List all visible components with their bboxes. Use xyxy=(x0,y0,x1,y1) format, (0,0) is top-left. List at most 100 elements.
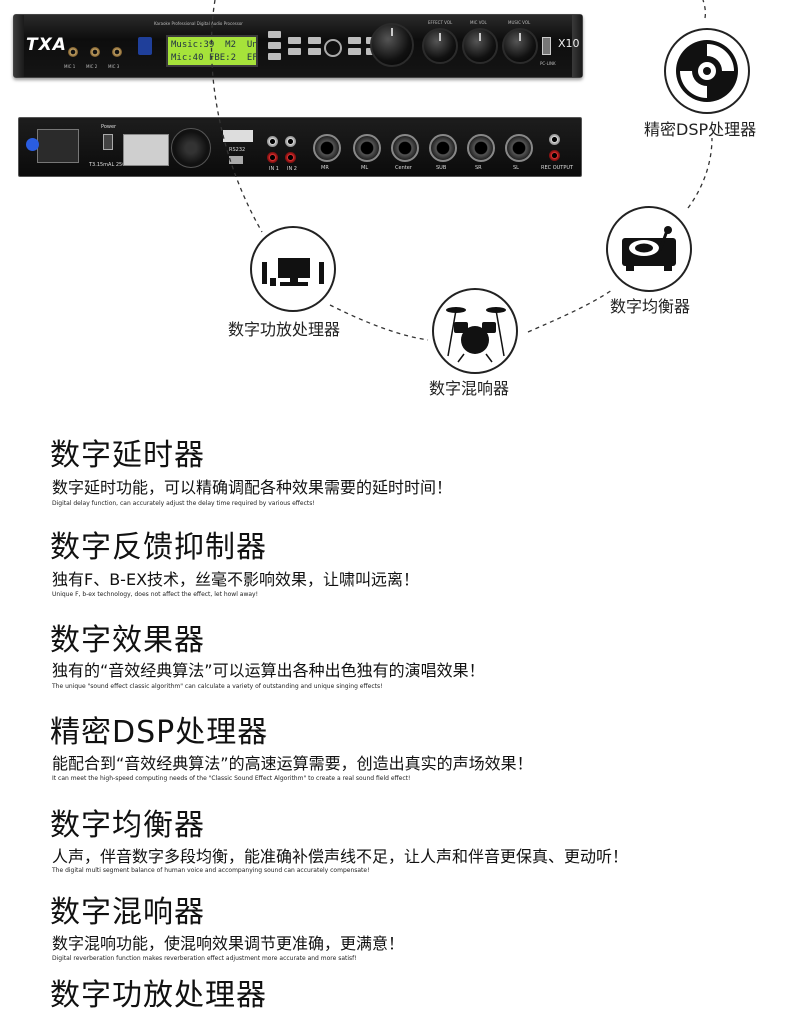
feature-en-5: The digital multi segment balance of hum… xyxy=(52,867,370,874)
feature-title-5: 数字均衡器 xyxy=(50,808,205,843)
feature-en-3: The unique "sound effect classic algorit… xyxy=(52,683,383,690)
knob-label-effect: EFFECT VOL xyxy=(428,20,453,25)
output-label-center: Center xyxy=(395,165,412,171)
lcd-line-1: Music:39 M2 Unlock xyxy=(171,40,258,50)
mic-jack-3 xyxy=(112,47,122,57)
rec-out-right[interactable] xyxy=(549,150,560,161)
panel-button[interactable] xyxy=(348,37,361,44)
feature-title-2: 数字反馈抑制器 xyxy=(50,530,267,565)
mic-jack-2 xyxy=(90,47,100,57)
xlr-out-center[interactable] xyxy=(391,134,419,162)
feature-desc-6: 数字混响功能，使混响效果调节更准确，更满意！ xyxy=(52,934,405,953)
rca-in2-left[interactable] xyxy=(285,136,296,147)
feature-desc-4: 能配合到“音效经典算法”的高速运算需要，创造出真实的声场效果！ xyxy=(52,754,533,773)
power-socket xyxy=(37,129,79,163)
diagram-node-amp xyxy=(250,226,336,312)
diagram-label-eq: 数字均衡器 xyxy=(610,297,691,316)
diagram-label-reverb: 数字混响器 xyxy=(429,379,510,398)
panel-button[interactable] xyxy=(268,53,281,60)
effect-vol-knob[interactable] xyxy=(422,28,458,64)
rs232-port[interactable] xyxy=(229,156,243,164)
panel-button[interactable] xyxy=(268,42,281,49)
feature-en-1: Digital delay function, can accurately a… xyxy=(52,500,315,507)
drum-kit-icon xyxy=(446,307,506,363)
diagram-node-reverb xyxy=(432,288,518,374)
mic-vol-knob[interactable] xyxy=(462,28,498,64)
feature-title-6: 数字混响器 xyxy=(50,895,205,930)
mic-jack-1 xyxy=(68,47,78,57)
lcd-line-2: Mic:40 FBE:2 EFF:28 xyxy=(171,53,258,63)
mic-label-1: MIC 1 xyxy=(64,64,76,69)
device-rear-panel: Power T3.15mAL 250V~ RS232 IN 1 IN 2 MR … xyxy=(18,117,582,177)
usb-port[interactable] xyxy=(542,37,551,55)
rec-output-label: REC OUTPUT xyxy=(541,165,574,171)
output-label-sub: SUB xyxy=(436,165,447,171)
device-front-panel: TXA Karaoke Professional Digital Audio P… xyxy=(13,14,583,78)
mic-label-3: MIC 3 xyxy=(108,64,120,69)
mic-label-2: MIC 2 xyxy=(86,64,98,69)
diagram-label-amp: 数字功放处理器 xyxy=(228,320,341,339)
brand-logo: TXA xyxy=(26,35,67,55)
device-tagline: Karaoke Professional Digital Audio Proce… xyxy=(154,21,243,26)
feature-title-1: 数字延时器 xyxy=(50,438,205,473)
nav-pad[interactable] xyxy=(324,39,342,57)
feature-title-7: 数字功放处理器 xyxy=(50,978,267,1013)
rca-in2-right[interactable] xyxy=(285,152,296,163)
input-label-2: IN 2 xyxy=(287,166,297,172)
feature-en-4: It can meet the high-speed computing nee… xyxy=(52,775,411,782)
spec-plate xyxy=(123,134,169,166)
power-label: Power xyxy=(101,124,117,130)
feature-en-2: Unique F, b-ex technology, does not affe… xyxy=(52,591,259,598)
panel-button[interactable] xyxy=(288,37,301,44)
rs232-label: RS232 xyxy=(229,147,246,153)
panel-button[interactable] xyxy=(308,37,321,44)
feature-title-3: 数字效果器 xyxy=(50,623,205,658)
master-knob[interactable] xyxy=(370,23,414,67)
panel-button[interactable] xyxy=(308,48,321,55)
diagram-label-dsp: 精密DSP处理器 xyxy=(644,120,757,139)
dashed-arc-top xyxy=(702,0,707,19)
dashed-arc-bottom-right xyxy=(527,289,613,333)
ir-window xyxy=(138,37,152,55)
turntable-icon xyxy=(622,226,676,271)
dashed-arc-bottom-left xyxy=(329,304,429,341)
panel-button[interactable] xyxy=(288,48,301,55)
voltage-label: T3.15mAL 250V~ xyxy=(89,162,134,168)
feature-desc-2: 独有F、B-EX技术，丝毫不影响效果，让啸叫远离！ xyxy=(52,570,420,589)
dashed-arc-right xyxy=(687,137,713,209)
panel-button[interactable] xyxy=(268,31,281,38)
fuse-cap xyxy=(26,138,39,151)
diagram-connectors xyxy=(210,0,713,341)
knob-label-mic: MIC VOL xyxy=(470,20,487,25)
xlr-out-mr[interactable] xyxy=(313,134,341,162)
music-vol-knob[interactable] xyxy=(502,28,538,64)
usb-label: PC-LINK xyxy=(540,61,556,66)
xlr-out-sub[interactable] xyxy=(429,134,457,162)
xlr-out-sl[interactable] xyxy=(505,134,533,162)
dashed-arc-left xyxy=(210,0,263,233)
power-switch[interactable] xyxy=(103,134,113,150)
diagram-node-dsp xyxy=(664,28,750,114)
feature-title-4: 精密DSP处理器 xyxy=(50,715,269,750)
home-theater-icon xyxy=(262,258,324,286)
output-label-mr: MR xyxy=(321,165,329,171)
feature-desc-1: 数字延时功能，可以精确调配各种效果需要的延时时间！ xyxy=(52,478,453,497)
rack-ear-left xyxy=(14,15,24,77)
feature-desc-5: 人声，伴音数字多段均衡，能准确补偿声线不足，让人声和伴音更保真、更动听！ xyxy=(52,847,629,866)
panel-button[interactable] xyxy=(348,48,361,55)
xlr-out-ml[interactable] xyxy=(353,134,381,162)
warning-label xyxy=(223,130,253,142)
knob-label-music: MUSIC VOL xyxy=(508,20,531,25)
output-label-sl: SL xyxy=(513,165,519,171)
cooling-fan xyxy=(171,128,211,168)
rack-ear-right xyxy=(572,15,582,77)
xlr-out-sr[interactable] xyxy=(467,134,495,162)
rec-out-left[interactable] xyxy=(549,134,560,145)
diagram-node-eq xyxy=(606,206,692,292)
output-label-sr: SR xyxy=(475,165,482,171)
rca-in1-left[interactable] xyxy=(267,136,278,147)
input-label-1: IN 1 xyxy=(269,166,279,172)
feature-desc-3: 独有的“音效经典算法”可以运算出各种出色独有的演唱效果！ xyxy=(52,661,485,680)
feature-en-6: Digital reverberation function makes rev… xyxy=(52,955,357,962)
rca-in1-right[interactable] xyxy=(267,152,278,163)
